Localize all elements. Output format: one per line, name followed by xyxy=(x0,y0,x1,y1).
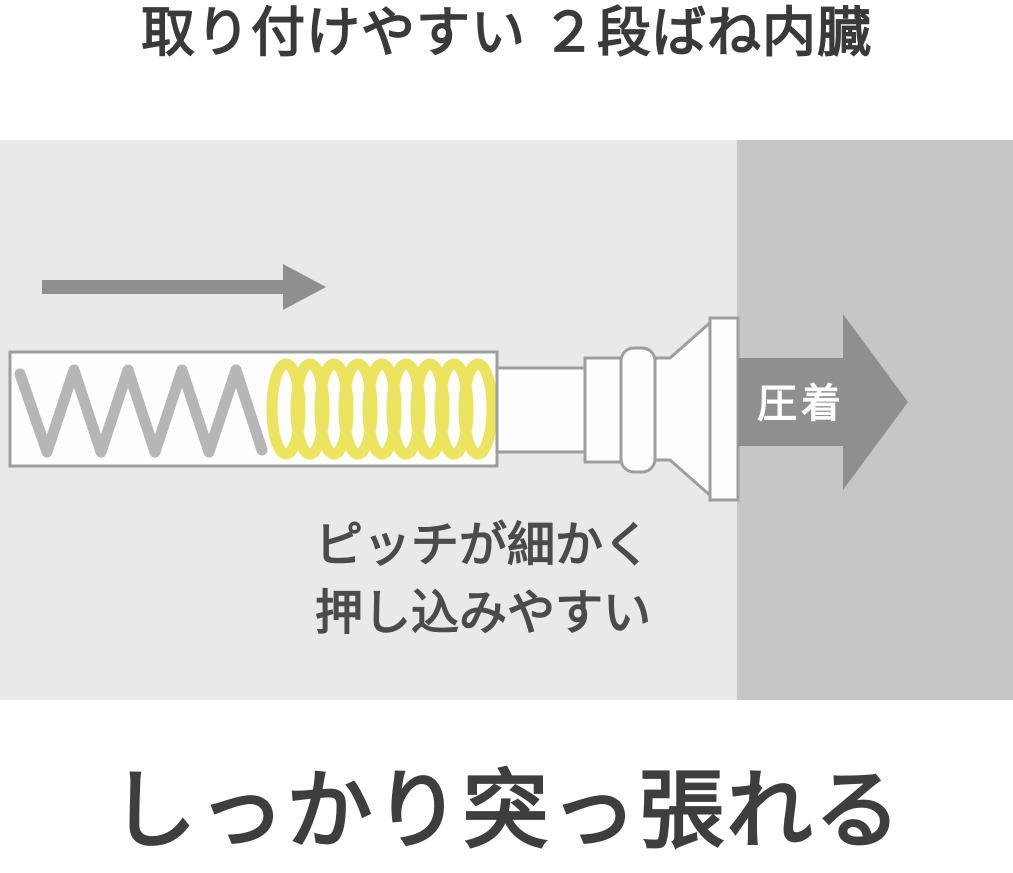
end-cap-cone xyxy=(653,319,714,499)
fine-spring xyxy=(266,358,498,460)
diagram-panel: 圧着 ピッチが細かく 押し込みやすい xyxy=(0,140,1013,700)
press-label: 圧着 xyxy=(757,382,845,426)
fine-spring-coil xyxy=(458,358,498,460)
page-title: 取り付けやすい ２段ばね内臓 xyxy=(140,3,872,63)
rod-diagram: 圧着 xyxy=(8,140,1013,700)
pitch-caption-line2: 押し込みやすい xyxy=(314,587,652,640)
collar xyxy=(583,356,625,464)
pitch-caption: ピッチが細かく 押し込みやすい xyxy=(315,512,651,648)
push-direction-arrow-icon xyxy=(42,264,326,310)
footer-headline: しっかり突っ張れる xyxy=(110,763,903,859)
press-arrow-icon xyxy=(738,314,908,490)
collar-ring xyxy=(619,346,657,474)
end-cap-plate xyxy=(708,316,740,502)
coarse-spring xyxy=(14,364,268,458)
rod-inner-shaft xyxy=(495,366,587,454)
pitch-caption-line1: ピッチが細かく xyxy=(314,519,652,572)
